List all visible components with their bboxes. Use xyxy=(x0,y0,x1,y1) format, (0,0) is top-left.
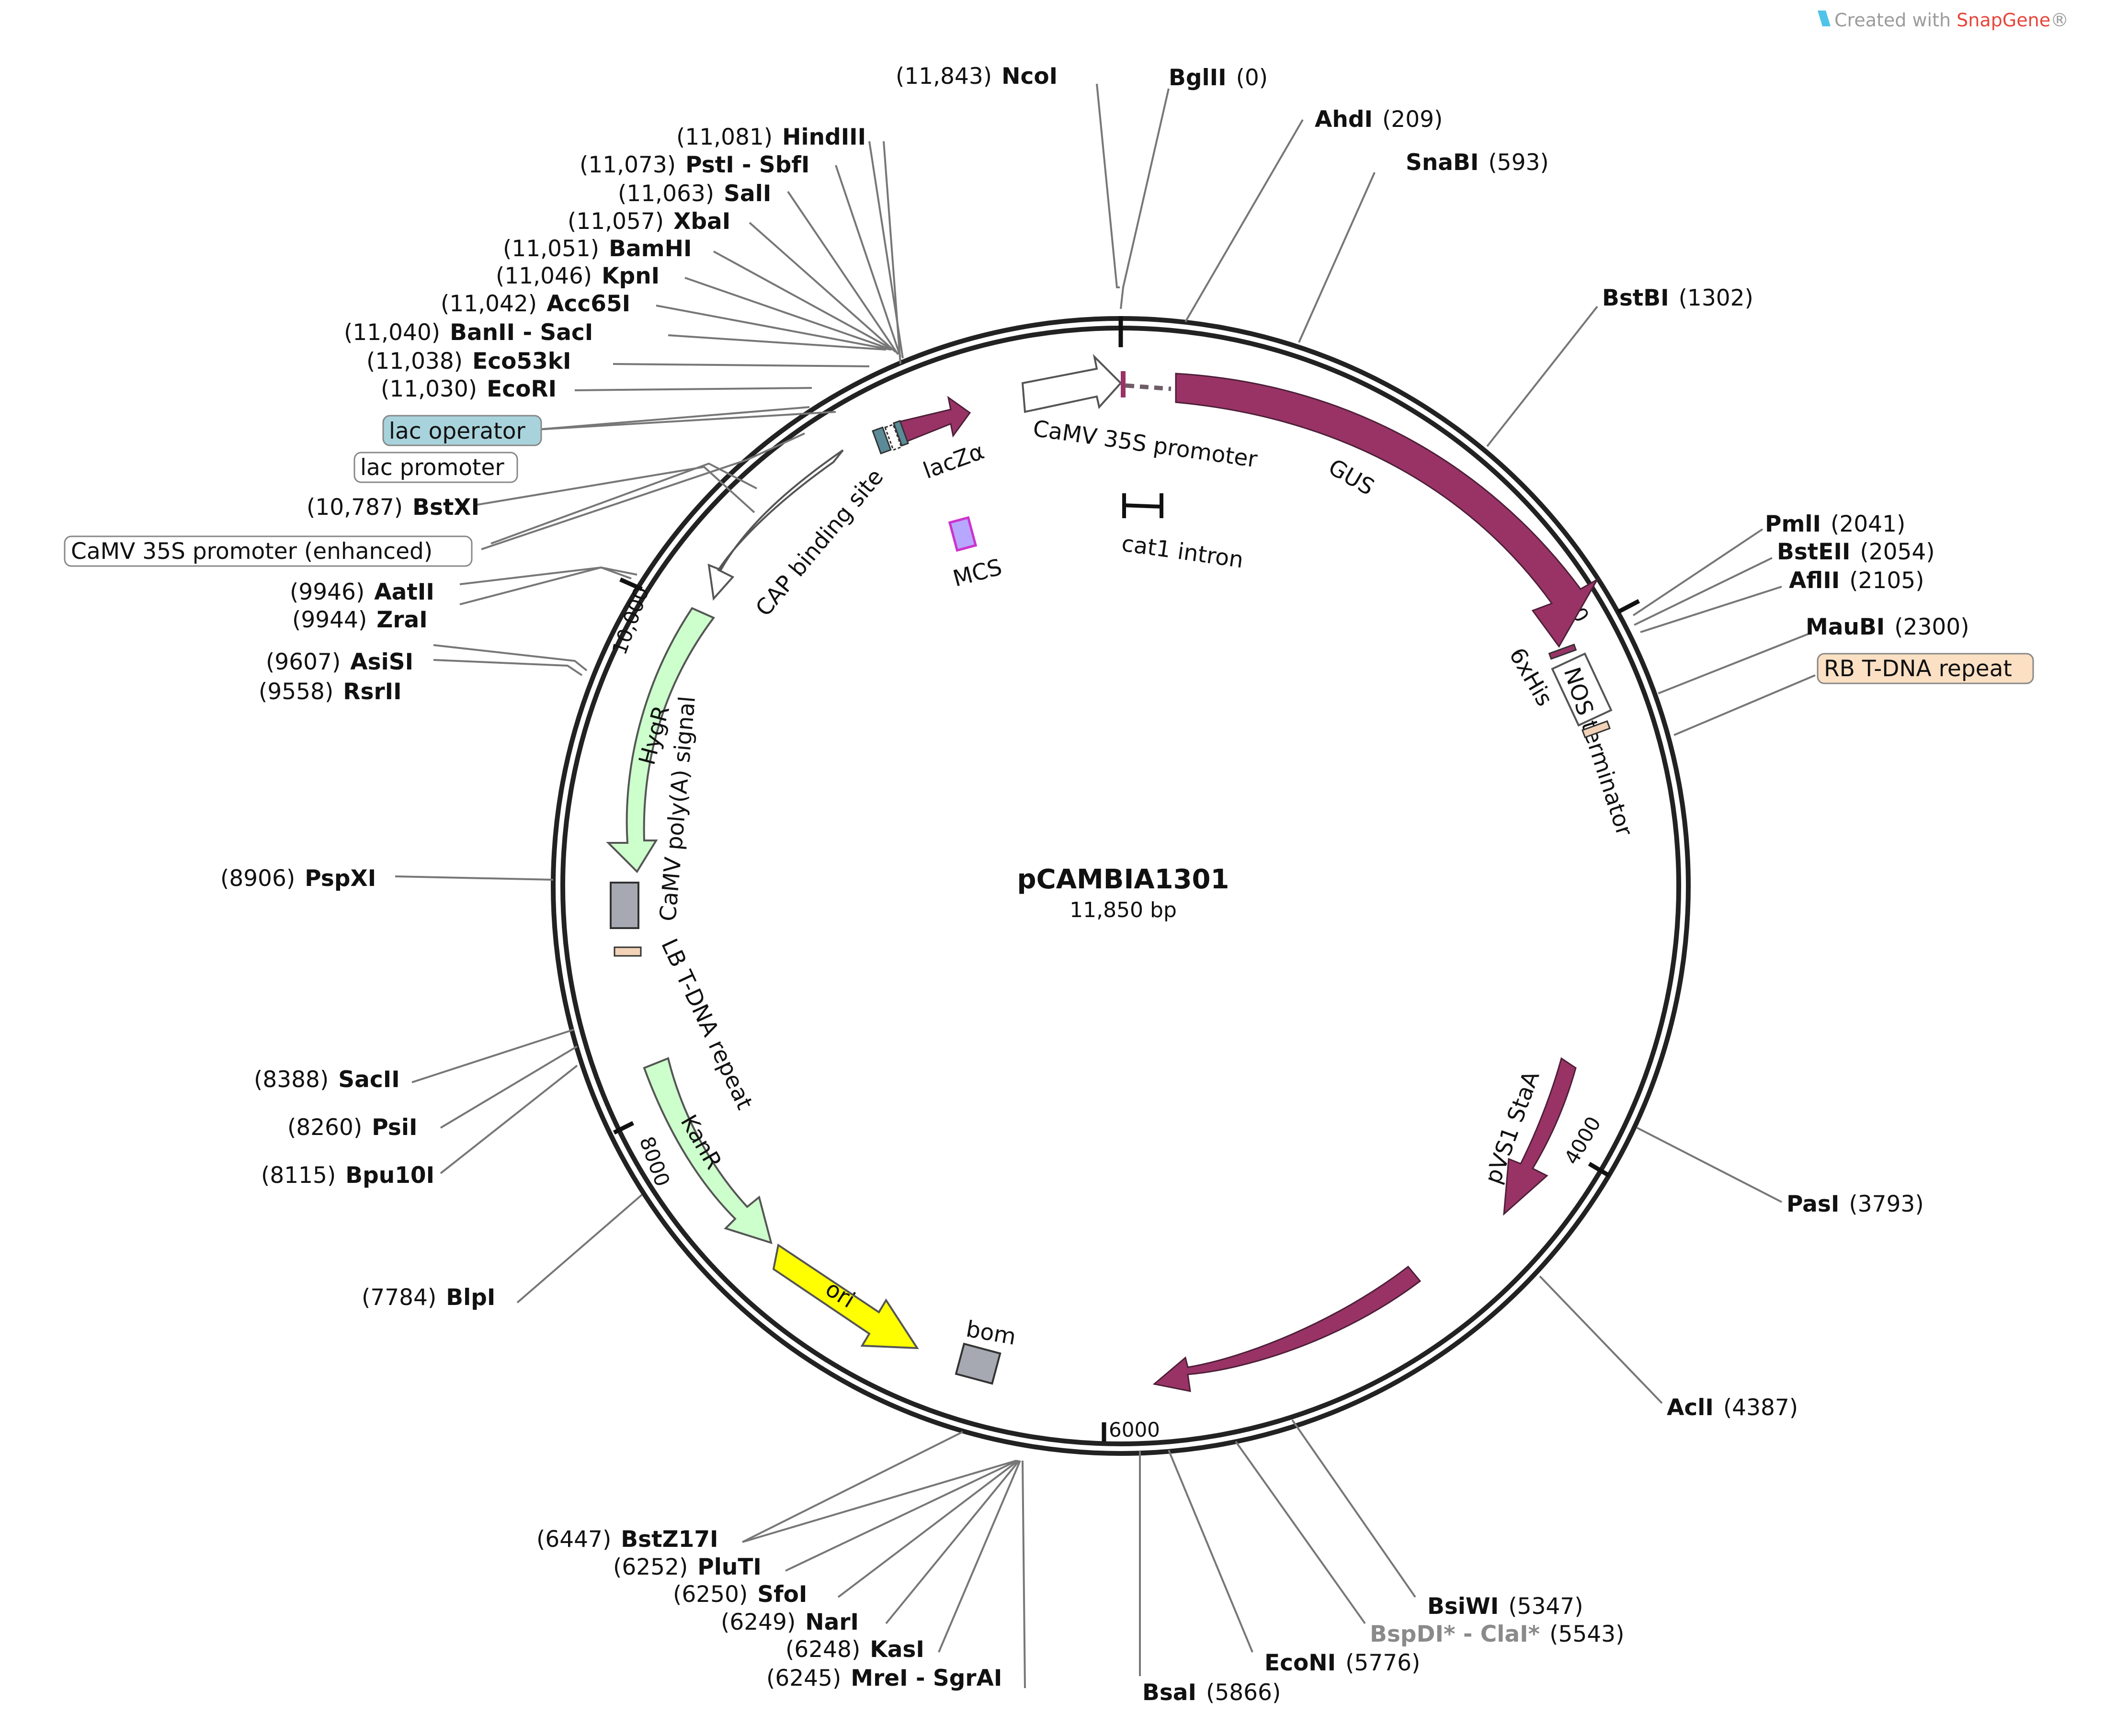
svg-text:RB T-DNA repeat: RB T-DNA repeat xyxy=(1824,656,2012,682)
enzyme-label-banii: (11,040)BanII - SacI xyxy=(344,319,593,346)
lb-repeat-block xyxy=(614,946,642,957)
position-ticks xyxy=(613,316,1640,1441)
plasmid-name: pCAMBIA1301 xyxy=(1017,864,1229,895)
repa-arrow xyxy=(1152,1265,1422,1392)
map-title: pCAMBIA1301 11,850 bp xyxy=(1017,864,1229,922)
snapgene-logo-icon xyxy=(1818,11,1831,26)
enzyme-label-bstxi: (10,787)BstXI xyxy=(307,494,479,521)
enzyme-label-psii: (8260)PsiI xyxy=(287,1114,418,1141)
lacz-label: lacZα xyxy=(920,438,988,484)
enzyme-label-kpni: (11,046)KpnI xyxy=(496,263,660,289)
enzyme-label-pmli: PmlI(2041) xyxy=(1765,511,1905,537)
enzyme-label-acli: AclI(4387) xyxy=(1667,1395,1798,1421)
enzyme-label-bamhi: (11,051)BamHI xyxy=(503,236,692,262)
enzyme-label-sfoi: (6250)SfoI xyxy=(673,1581,807,1608)
camv-polya-block xyxy=(610,882,639,929)
tick-label-6000: 6000 xyxy=(1109,1418,1160,1441)
credit-prefix: Created with xyxy=(1834,10,1957,31)
enzyme-label-bsiwi: BsiWI(5347) xyxy=(1427,1593,1583,1620)
gus-label: GUS xyxy=(1324,454,1379,501)
enzyme-label-ahdi: AhdI(209) xyxy=(1315,106,1443,133)
lac-promoter-tag: lac promoter xyxy=(353,452,518,483)
enzyme-label-blpi: (7784)BlpI xyxy=(362,1284,495,1311)
enzyme-label-zrai: (9944)ZraI xyxy=(292,607,428,633)
lac-operator-mark xyxy=(872,426,892,454)
enzyme-label-bstz17i: (6447)BstZ17I xyxy=(536,1526,718,1553)
enzyme-label-sacii: (8388)SacII xyxy=(254,1067,400,1093)
enzyme-label-bstbi: BstBI(1302) xyxy=(1602,285,1753,311)
tick-8000 xyxy=(613,1121,635,1135)
mcs-label: MCS xyxy=(950,554,1005,592)
enzyme-label-hindiii: (11,081)HindIII xyxy=(676,124,866,150)
snapgene-credit: Created with SnapGene® xyxy=(1818,10,2069,31)
lac-operator-tag: lac operator xyxy=(382,415,542,446)
svg-text:CaMV 35S promoter (enhanced): CaMV 35S promoter (enhanced) xyxy=(71,538,432,565)
bom-block xyxy=(955,1342,1001,1385)
boxed-feature-labels: lac operator lac promoter CaMV 35S promo… xyxy=(64,415,2034,684)
credit-brand: SnapGene xyxy=(1957,10,2050,31)
camv35s-promoter-arrow xyxy=(1021,353,1122,413)
enzyme-label-ecori: (11,030)EcoRI xyxy=(381,376,557,402)
enzyme-label-kasi: (6248)KasI xyxy=(785,1636,924,1663)
enzyme-label-bpu10i: (8115)Bpu10I xyxy=(261,1162,434,1189)
svg-text:Created with SnapGene®: Created with SnapGene® xyxy=(1834,10,2069,31)
leader-lines xyxy=(395,83,1816,1689)
tick-label-8000: 8000 xyxy=(635,1134,675,1190)
enzyme-label-acc65i: (11,042)Acc65I xyxy=(441,291,630,317)
his-mark xyxy=(1548,643,1577,660)
cat1-intron-mark xyxy=(1122,493,1163,518)
enzyme-label-snabi: SnaBI(593) xyxy=(1406,149,1549,176)
nos-terminator-block xyxy=(1551,652,1613,727)
cap-site-mark xyxy=(892,420,909,447)
cap-binding-site-label: CAP binding site xyxy=(751,464,889,622)
plasmid-length: 11,850 bp xyxy=(1070,898,1177,922)
enzyme-label-aflii: AflII(2105) xyxy=(1789,567,1924,594)
enzyme-label-pluti: (6252)PluTI xyxy=(613,1554,762,1580)
enzyme-label-pspxi: (8906)PspXI xyxy=(220,865,376,892)
enzyme-label-clai: BspDI* - ClaI*(5543) xyxy=(1370,1621,1624,1647)
camv-enhanced-arrow xyxy=(707,449,844,601)
enzyme-label-eco53ki: (11,038)Eco53kI xyxy=(366,348,571,374)
enzyme-labels: (11,843)NcoI BglII(0) AhdI(209) SnaBI(59… xyxy=(220,63,1969,1706)
enzyme-label-aatii: (9946)AatII xyxy=(290,579,434,605)
credit-suffix: ® xyxy=(2050,10,2069,31)
enzyme-label-pasi: PasI(3793) xyxy=(1786,1191,1924,1217)
lac-promoter-mark xyxy=(884,423,902,451)
enzyme-label-asisi: (9607)AsiSI xyxy=(266,649,413,675)
tick-4000 xyxy=(1588,1162,1611,1178)
rb-repeat-tag: RB T-DNA repeat xyxy=(1817,653,2034,684)
svg-text:lac operator: lac operator xyxy=(389,418,525,444)
hygr-arrow xyxy=(606,607,716,874)
gus-dashed-link xyxy=(1125,383,1172,391)
svg-text:lac promoter: lac promoter xyxy=(360,454,504,481)
enzyme-label-bsteii: BstEII(2054) xyxy=(1777,539,1935,565)
mcs-mark xyxy=(948,516,978,552)
enzyme-label-xbai: (11,057)XbaI xyxy=(568,208,730,235)
tick-10000 xyxy=(619,577,643,591)
lacz-arrow xyxy=(899,396,971,444)
cat1-intron-label: cat1 intron xyxy=(1120,530,1245,573)
kanr-arrow xyxy=(643,1057,773,1244)
enzyme-label-bglii: BglII(0) xyxy=(1169,65,1268,91)
tick-2000 xyxy=(1616,599,1640,614)
enzyme-label-maubi: MauBI(2300) xyxy=(1806,614,1969,640)
enzyme-label-rsrii: (9558)RsrII xyxy=(259,679,402,705)
camv-enhanced-tag: CaMV 35S promoter (enhanced) xyxy=(64,535,473,567)
enzyme-label-ncoi: (11,843)NcoI xyxy=(896,63,1058,90)
tick-label-4000: 4000 xyxy=(1559,1112,1605,1169)
enzyme-label-psti: (11,073)PstI - SbfI xyxy=(580,152,809,178)
stab-arrow xyxy=(1503,1057,1577,1216)
enzyme-label-sali: (11,063)SalI xyxy=(618,181,771,207)
tick-label-10000: 10,000 xyxy=(607,584,653,658)
enzyme-label-bsai: BsaI(5866) xyxy=(1142,1679,1281,1706)
gus-arrow xyxy=(1175,373,1600,648)
camv35s-promoter-label: CaMV 35S promoter xyxy=(1031,415,1259,473)
enzyme-label-mrei: (6245)MreI - SgrAI xyxy=(766,1665,1002,1691)
rb-repeat-mark xyxy=(1581,720,1611,738)
ori-arrow xyxy=(772,1243,919,1350)
enzyme-label-nari: (6249)NarI xyxy=(721,1609,859,1635)
enzyme-label-econi: EcoNI(5776) xyxy=(1264,1650,1420,1676)
